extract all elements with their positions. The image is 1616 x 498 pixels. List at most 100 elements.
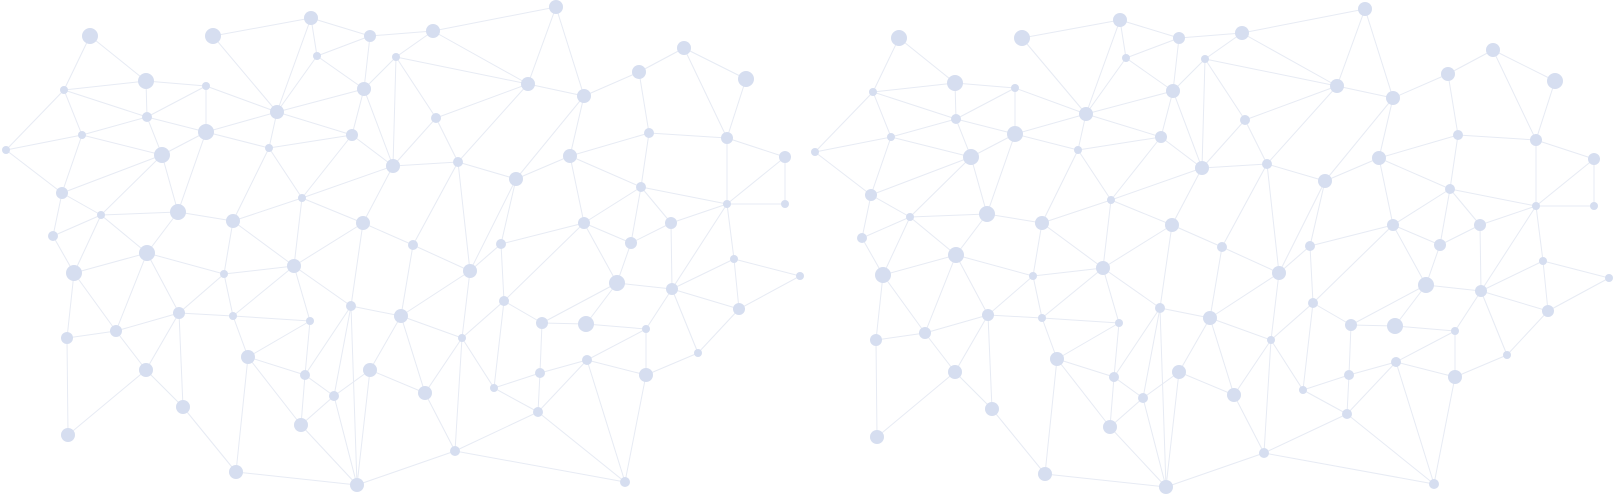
network-edge [1234, 340, 1271, 395]
network-edge [556, 7, 584, 96]
network-edge [956, 255, 988, 315]
network-edge [501, 244, 504, 301]
network-node [636, 182, 646, 192]
network-edge [1179, 33, 1242, 38]
network-edge [862, 217, 910, 238]
network-node [1475, 285, 1487, 297]
network-node [1103, 420, 1117, 434]
network-node [78, 131, 86, 139]
network-edge [1267, 164, 1325, 181]
network-copy-right [811, 2, 1613, 494]
network-node [1448, 370, 1462, 384]
network-edge [1210, 318, 1271, 340]
network-node [578, 217, 590, 229]
network-edge [183, 407, 236, 472]
network-edge [501, 179, 516, 244]
network-edge [64, 90, 147, 117]
network-node [666, 283, 678, 295]
network-edge [101, 215, 147, 253]
network-edge [116, 313, 179, 331]
network-edge [67, 273, 74, 338]
network-node [1387, 219, 1399, 231]
network-node [1386, 91, 1400, 105]
network-edge [236, 472, 357, 485]
network-edge [1313, 303, 1351, 325]
network-edge [301, 425, 357, 485]
network-node [535, 368, 545, 378]
network-edge [955, 83, 1015, 88]
network-edge [62, 135, 82, 193]
network-edge [910, 157, 971, 217]
network-edge [504, 301, 542, 323]
network-edge [1033, 223, 1042, 276]
network-node [1259, 448, 1269, 458]
network-edge [1267, 164, 1279, 273]
network-edge [305, 321, 310, 375]
network-edge [206, 112, 277, 132]
network-edge [1078, 150, 1111, 200]
network-edge [1126, 38, 1179, 58]
network-edge [74, 253, 147, 273]
network-edge [233, 221, 294, 266]
network-node [1014, 30, 1030, 46]
network-edge [401, 316, 462, 338]
network-edge [1057, 323, 1119, 359]
network-edge [1440, 225, 1480, 245]
network-edge [433, 31, 528, 84]
network-edge [956, 88, 1015, 119]
network-edge [1271, 340, 1303, 390]
network-edge [179, 313, 233, 316]
network-edge [213, 18, 311, 36]
network-node [948, 247, 964, 263]
network-node [386, 159, 400, 173]
network-edge [357, 370, 370, 485]
network-node [906, 213, 914, 221]
network-edge [455, 338, 462, 451]
network-edge [64, 36, 90, 90]
network-node [394, 309, 408, 323]
network-node [304, 11, 318, 25]
network-edge [1448, 50, 1493, 74]
network-edge [1393, 74, 1448, 98]
network-node [1441, 67, 1455, 81]
network-edge [1379, 158, 1393, 225]
network-edge [1325, 98, 1393, 181]
network-edge [684, 48, 746, 79]
network-edge [1210, 247, 1222, 318]
network-edge [146, 81, 206, 86]
network-edge [305, 375, 334, 396]
network-edge [1166, 453, 1264, 487]
network-node [1418, 277, 1434, 293]
network-node [1007, 126, 1023, 142]
network-edge [641, 133, 649, 187]
network-edge [64, 81, 146, 90]
network-edge [1303, 375, 1349, 390]
network-edge [370, 31, 433, 36]
network-edge [646, 353, 698, 375]
network-edge [233, 148, 269, 221]
network-edge [311, 18, 370, 36]
network-edge [294, 266, 351, 306]
network-edge [631, 187, 641, 243]
network-node [870, 334, 882, 346]
network-edge [871, 195, 910, 217]
network-node [392, 53, 400, 61]
network-edge [302, 198, 363, 223]
network-node [875, 267, 891, 283]
network-edge [1086, 91, 1173, 114]
network-edge [1166, 372, 1179, 487]
network-node [1547, 73, 1563, 89]
network-edge [6, 150, 62, 193]
network-edge [1536, 81, 1555, 140]
network-edge [540, 360, 587, 373]
network-node [677, 41, 691, 55]
network-edge [988, 315, 992, 409]
network-edge [470, 179, 516, 271]
network-edge [891, 119, 956, 137]
network-edge [396, 57, 436, 118]
network-edge [233, 316, 310, 321]
network-node [521, 77, 535, 91]
network-node [300, 370, 310, 380]
network-edge [1179, 318, 1210, 372]
network-edge [1543, 261, 1609, 278]
